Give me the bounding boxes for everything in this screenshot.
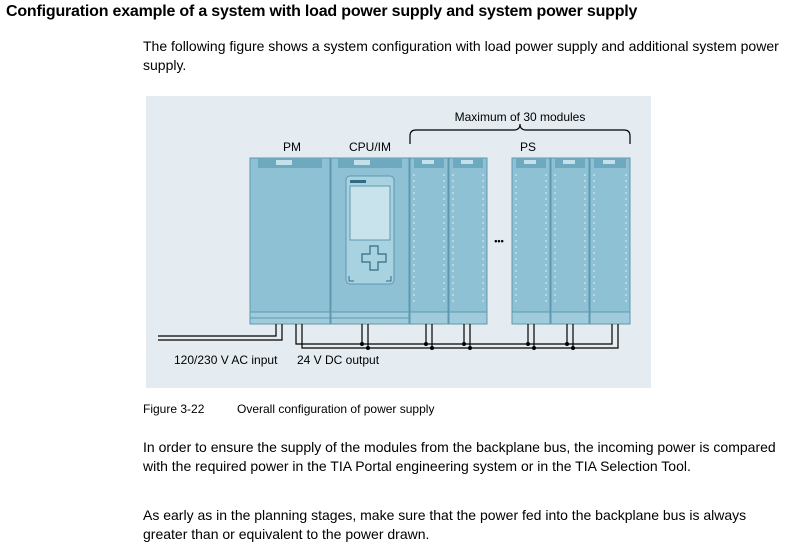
ps-module-1 (409, 157, 449, 325)
modules-bracket (409, 123, 631, 144)
pm-module (249, 157, 331, 325)
figure-caption: Figure 3-22 Overall configuration of powe… (143, 402, 434, 416)
intro-paragraph: The following figure shows a system conf… (143, 38, 779, 73)
ps-module-4 (550, 157, 590, 325)
ps-label: PS (520, 140, 536, 154)
module-ellipsis: ••• (494, 236, 503, 246)
ac-input-label: 120/230 V AC input (174, 353, 278, 367)
configuration-diagram: Maximum of 30 modules PM CPU/IM PS (158, 110, 631, 367)
pm-label: PM (283, 140, 301, 154)
section-heading: Configuration example of a system with l… (6, 3, 638, 20)
ps-module-2 (448, 157, 488, 325)
body-paragraph: As early as in the planning stages, make… (143, 507, 747, 542)
ps-module-5 (589, 157, 631, 325)
ps-module-3 (511, 157, 551, 325)
body-paragraph: In order to ensure the supply of the mod… (143, 439, 776, 474)
power-supply-figure: Maximum of 30 modules PM CPU/IM PS (146, 96, 651, 388)
cpu-label: CPU/IM (349, 140, 391, 154)
caption-number: Figure 3-22 (143, 402, 205, 416)
dc-output-label: 24 V DC output (297, 353, 380, 367)
cpu-module (330, 157, 410, 325)
caption-text: Overall configuration of power supply (237, 402, 435, 416)
wiring-junctions (360, 342, 575, 350)
bracket-label: Maximum of 30 modules (455, 110, 586, 124)
power-wiring (158, 324, 619, 349)
